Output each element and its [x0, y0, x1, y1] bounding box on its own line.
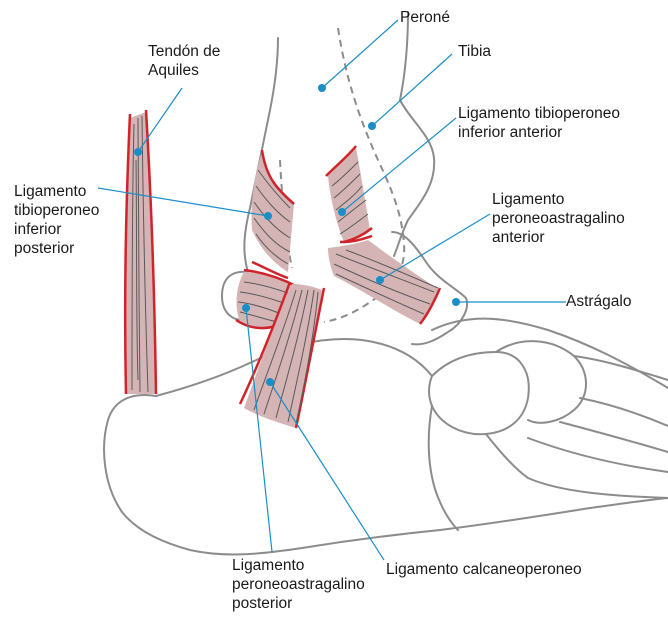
label-ligamento-peroneoastragalino-posterior: Ligamento peroneoastragalino posterior [232, 556, 365, 613]
dot-calcaneo [266, 378, 274, 386]
cuboid-outline [429, 406, 458, 530]
dot-astragalo [452, 298, 460, 306]
label-ligamento-peroneoastragalino-anterior: Ligamento peroneoastragalino anterior [492, 190, 625, 247]
label-ligamento-calcaneoperoneo: Ligamento calcaneoperoneo [386, 560, 582, 579]
leader-tib-post [98, 188, 268, 216]
dot-aquiles [134, 148, 142, 156]
tibia-outline [394, 12, 434, 256]
dot-pa-post [242, 304, 250, 312]
dot-tibia [368, 122, 376, 130]
dot-pa-ant [376, 276, 384, 284]
label-perone: Peroné [400, 8, 450, 27]
label-ligamento-tibioperoneo-inferior-anterior: Ligamento tibioperoneo inferior anterior [458, 104, 620, 142]
foot-bottom-outline [440, 498, 668, 530]
dot-tib-post [264, 212, 272, 220]
metatarsal-1-outline [574, 356, 668, 380]
dot-tib-ant [338, 208, 346, 216]
dot-perone [318, 84, 326, 92]
label-ligamento-tibioperoneo-inferior-posterior: Ligamento tibioperoneo inferior posterio… [14, 182, 99, 258]
leader-calcaneo [270, 382, 384, 560]
metatarsal-2-outline [580, 398, 668, 426]
metatarsal-4-outline [528, 438, 668, 472]
metatarsal-3-outline [560, 422, 668, 452]
leader-lines [98, 20, 566, 560]
leader-tibia [372, 54, 452, 126]
ligament-tibioperoneo-anterior [326, 146, 372, 242]
label-tibia: Tibia [458, 42, 491, 61]
navicular-outline [429, 352, 529, 434]
label-tendon-aquiles: Tendón de Aquiles [148, 42, 220, 80]
foot-top-outline [432, 319, 668, 388]
label-astragalo: Astrágalo [566, 292, 631, 311]
leader-perone [322, 20, 398, 88]
